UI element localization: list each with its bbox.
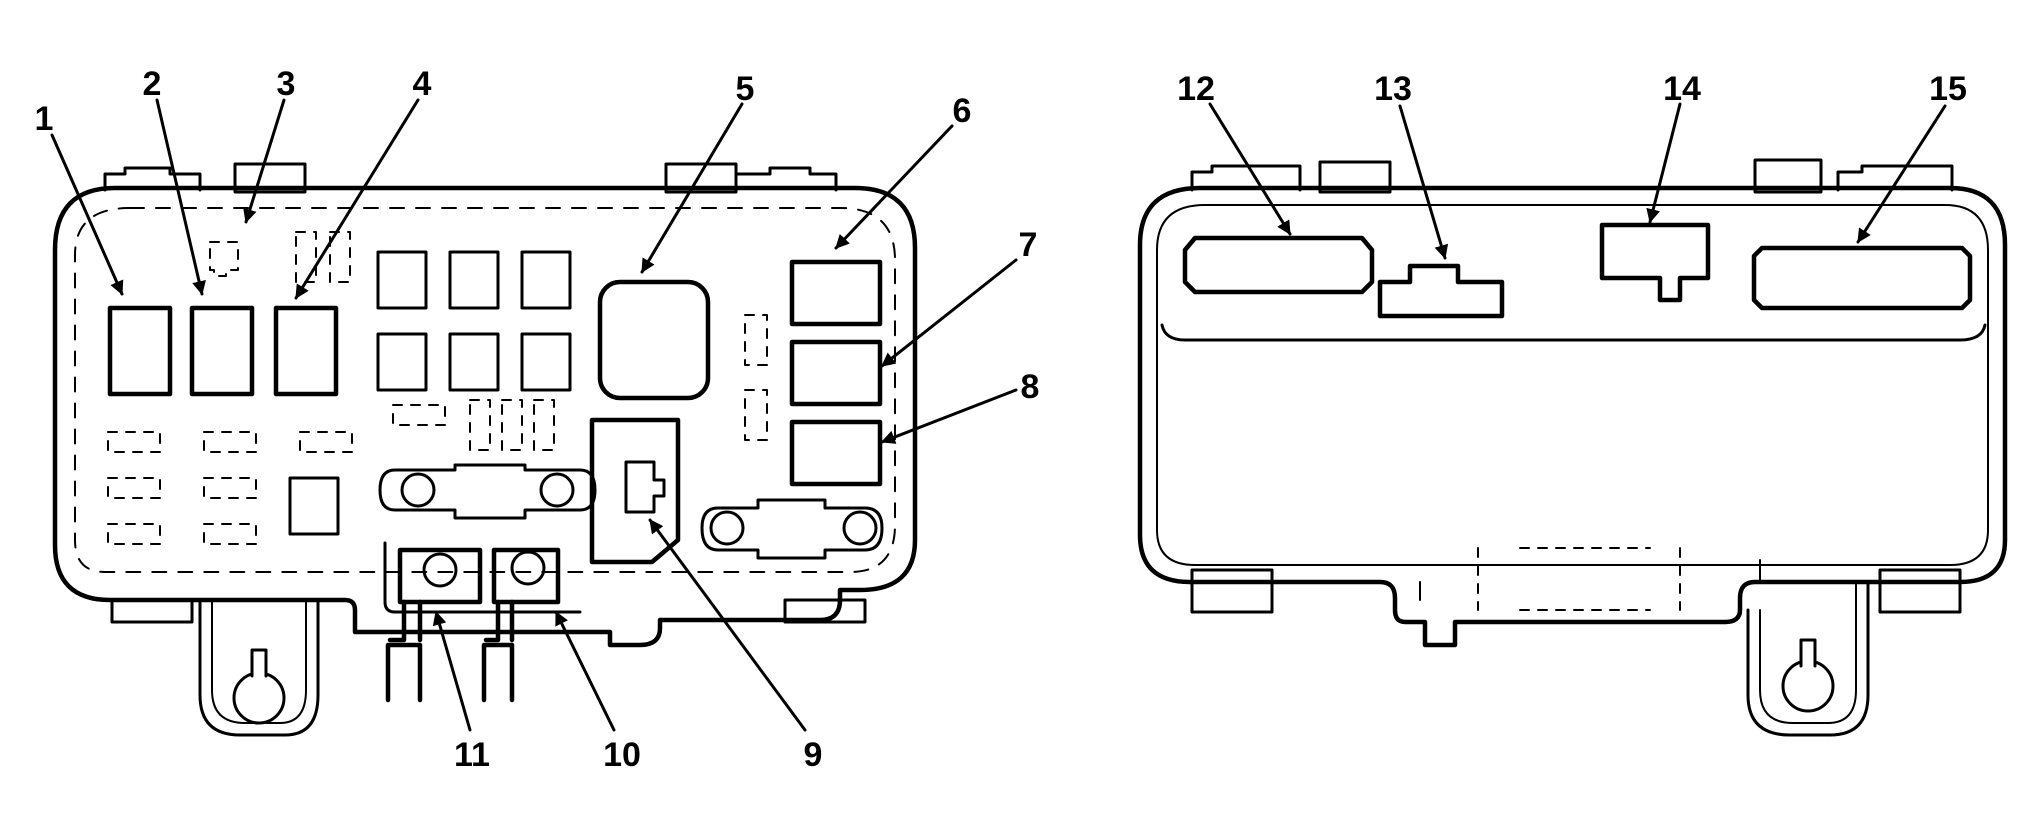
- callout-13: 13: [1374, 70, 1412, 108]
- callout-3: 3: [277, 65, 296, 103]
- right-housing-outline: [1137, 185, 2008, 648]
- right-callout-leaders: [1208, 102, 1947, 260]
- callout-5: 5: [736, 70, 755, 108]
- left-fuse-box: [52, 162, 918, 737]
- right-callout-labels: 12 13 14 15: [1177, 70, 1967, 108]
- relay-2: [189, 305, 255, 397]
- connector-15: [1751, 245, 1973, 311]
- callout-9: 9: [804, 736, 823, 774]
- connector-12: [1182, 235, 1375, 295]
- callout-12: 12: [1177, 70, 1215, 108]
- callout-7: 7: [1019, 226, 1038, 264]
- right-fuse-box: [1137, 158, 2008, 737]
- left-callout-labels: 1 2 3 4 5 6 7 8 9 10 11: [35, 65, 1040, 774]
- callout-10: 10: [603, 736, 641, 774]
- left-housing-outline: [52, 185, 918, 648]
- terminal-10: [491, 547, 561, 605]
- callout-15: 15: [1929, 70, 1967, 108]
- connector-14: [1599, 222, 1711, 303]
- callout-1: 1: [35, 100, 54, 138]
- callout-2: 2: [143, 65, 162, 103]
- callout-11: 11: [454, 736, 490, 774]
- relay-6: [789, 259, 883, 327]
- relay-4: [273, 305, 339, 397]
- callout-14: 14: [1663, 70, 1701, 108]
- relay-7: [789, 339, 883, 407]
- left-callout-leaders: [50, 98, 1018, 732]
- relay-1: [107, 305, 173, 397]
- relay-5: [597, 279, 711, 401]
- connector-13: [1377, 263, 1505, 319]
- callout-6: 6: [953, 92, 972, 130]
- connector-9: [589, 417, 681, 565]
- callout-8: 8: [1021, 368, 1040, 406]
- terminal-11: [397, 547, 483, 605]
- relay-8: [789, 419, 883, 487]
- callout-4: 4: [413, 65, 432, 103]
